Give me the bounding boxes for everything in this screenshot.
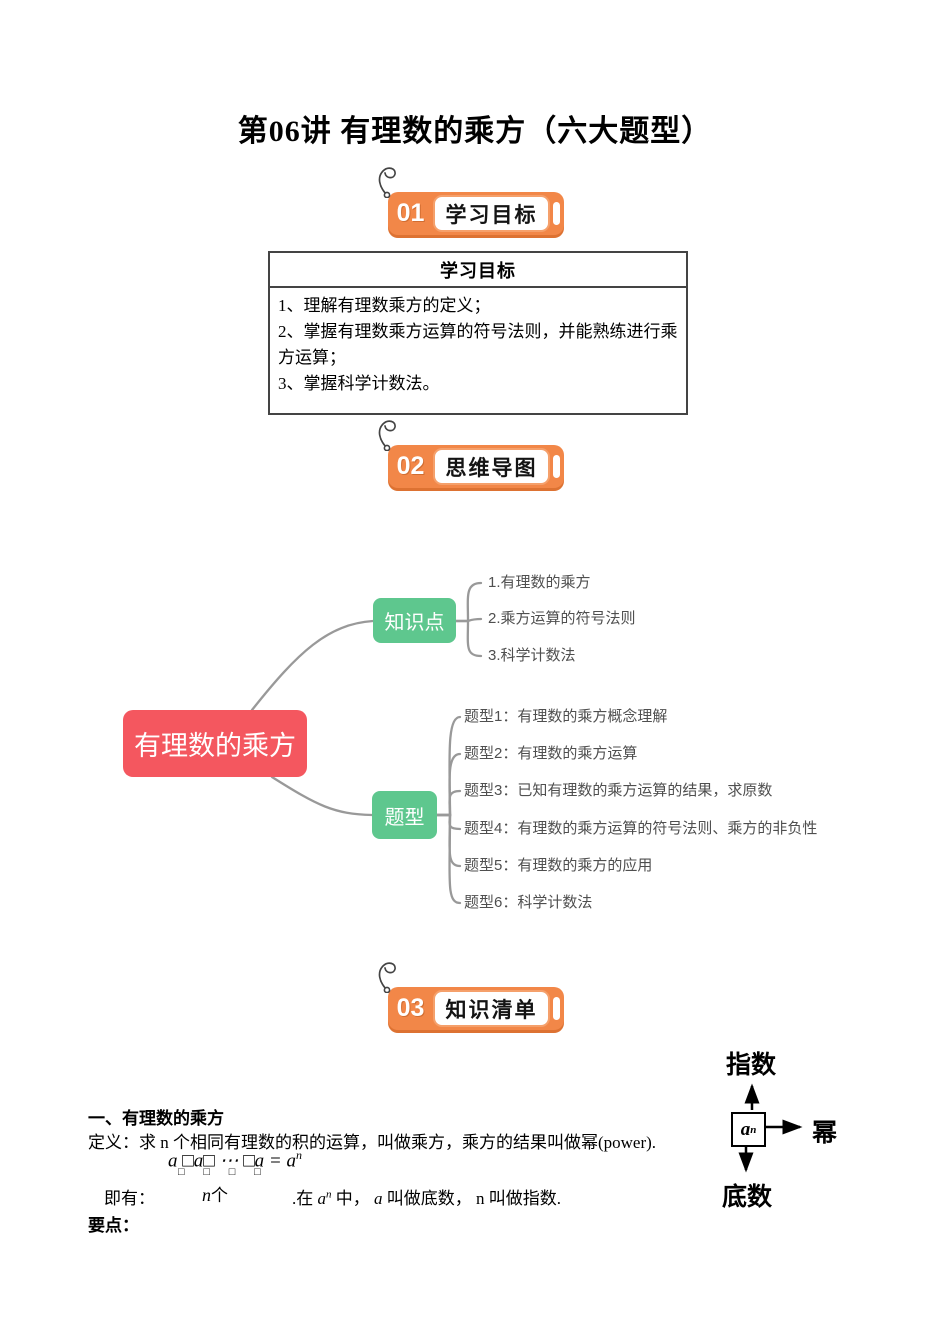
- topic-item: 题型5：有理数的乘方的应用: [464, 857, 653, 874]
- badge-number: 02: [396, 452, 425, 480]
- count-n: n: [202, 1185, 211, 1205]
- link-k2: [454, 617, 483, 623]
- power-label: 幂: [812, 1120, 838, 1147]
- badge-number: 03: [396, 994, 425, 1022]
- link-k3: [454, 619, 483, 658]
- link-t5: [435, 813, 462, 868]
- link-t2: [435, 752, 462, 817]
- topic-item: 题型6：科学计数法: [464, 894, 593, 911]
- knowledge-heading: 一、有理数的乘方: [88, 1109, 224, 1128]
- topic-item: 题型1：有理数的乘方概念理解: [464, 708, 668, 725]
- link-root-knowledge: [250, 619, 375, 712]
- exponent-label: 指数: [726, 1052, 777, 1079]
- mindmap-root-node: 有理数的乘方: [123, 710, 307, 777]
- knowledge-item: 2.乘方运算的符号法则: [488, 610, 636, 627]
- formula-note-line: .在 an 中， a 叫做底数， n 叫做指数.: [292, 1188, 561, 1208]
- topic-item: 题型3：已知有理数的乘方运算的结果，求原数: [464, 782, 773, 799]
- objectives-header: 学习目标: [270, 253, 686, 288]
- formula-body: a □a□ ⋯ □a = a: [168, 1150, 296, 1172]
- branch-node-topics: 题型: [372, 791, 437, 839]
- section-badge-03: 03 知识清单: [378, 962, 564, 1030]
- term-exponent: n: [750, 1123, 757, 1136]
- badge-number: 01: [396, 199, 425, 227]
- pin-squiggle-icon: [378, 420, 396, 451]
- base-label: 底数: [722, 1184, 773, 1211]
- section-badge-01: 01 学习目标: [378, 167, 564, 235]
- link-t6: [435, 813, 462, 905]
- pin-squiggle-icon: [378, 962, 396, 993]
- badge-pill: 知识清单: [433, 990, 550, 1027]
- jiyou-label: 即有：: [104, 1189, 155, 1208]
- badge-pill: 思维导图: [433, 448, 550, 485]
- badge-notch: [553, 202, 560, 225]
- badge-notch: [553, 997, 560, 1020]
- topic-item: 题型4：有理数的乘方运算的符号法则、乘方的非负性: [464, 820, 818, 837]
- count-label: n个: [202, 1181, 228, 1206]
- knowledge-item: 3.科学计数法: [488, 647, 576, 664]
- definition-text: 定义：求 n 个相同有理数的积的运算，叫做乘方，乘方的结果叫做幂(power).: [88, 1133, 657, 1152]
- link-root-topics: [270, 775, 374, 817]
- pin-squiggle-icon: [378, 167, 396, 198]
- badge-label: 知识清单: [445, 998, 538, 1022]
- topic-item: 题型2：有理数的乘方运算: [464, 745, 638, 762]
- formula-exponent: n: [296, 1148, 302, 1162]
- badge-pill: 学习目标: [433, 195, 550, 232]
- term-base: a: [740, 1118, 751, 1140]
- objective-item: 2、掌握有理数乘方运算的符号法则，并能熟练进行乘方运算；: [278, 322, 678, 367]
- objective-item: 1、理解有理数乘方的定义；: [278, 296, 491, 315]
- knowledge-item: 1.有理数的乘方: [488, 574, 591, 591]
- page-title: 第06讲 有理数的乘方（六大题型）: [237, 115, 713, 148]
- count-ge: 个: [211, 1186, 228, 1205]
- power-formula: a □a□ ⋯ □a = an: [168, 1148, 302, 1172]
- badge-label: 学习目标: [445, 203, 538, 227]
- keypoints-label: 要点：: [88, 1216, 139, 1235]
- link-k1: [454, 581, 483, 623]
- branch-node-knowledge: 知识点: [373, 598, 456, 643]
- formula-broken-boxes: □ □ □ □: [178, 1166, 269, 1178]
- objective-item: 3、掌握科学计数法。: [278, 374, 440, 393]
- link-t4: [435, 813, 462, 831]
- objectives-body: 1、理解有理数乘方的定义； 2、掌握有理数乘方运算的符号法则，并能熟练进行乘方运…: [270, 288, 686, 413]
- link-t3: [435, 789, 462, 817]
- badge-notch: [553, 455, 560, 478]
- objectives-box: 学习目标 1、理解有理数乘方的定义； 2、掌握有理数乘方运算的符号法则，并能熟练…: [268, 251, 688, 415]
- badge-label: 思维导图: [445, 456, 538, 480]
- section-badge-02: 02 思维导图: [378, 420, 564, 488]
- link-t1: [435, 715, 462, 817]
